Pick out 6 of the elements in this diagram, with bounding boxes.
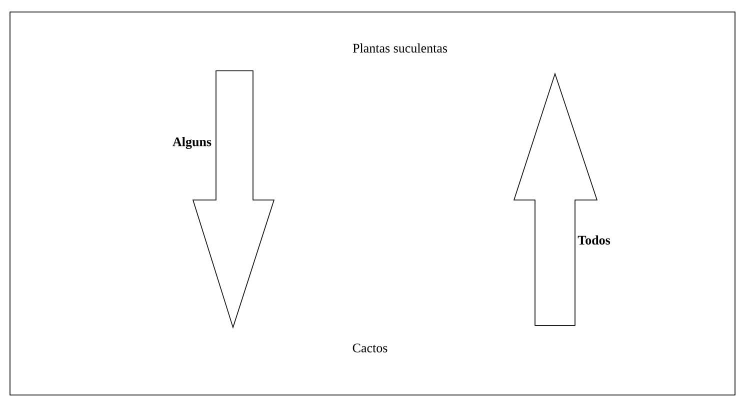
edge-label: Alguns [172, 136, 213, 150]
edge-label: Todos [576, 234, 612, 246]
node-text: Plantas suculentas [352, 43, 448, 53]
node-text: Cactos [352, 344, 388, 352]
block-arrow [513, 72, 598, 326]
block-arrow [192, 70, 275, 329]
